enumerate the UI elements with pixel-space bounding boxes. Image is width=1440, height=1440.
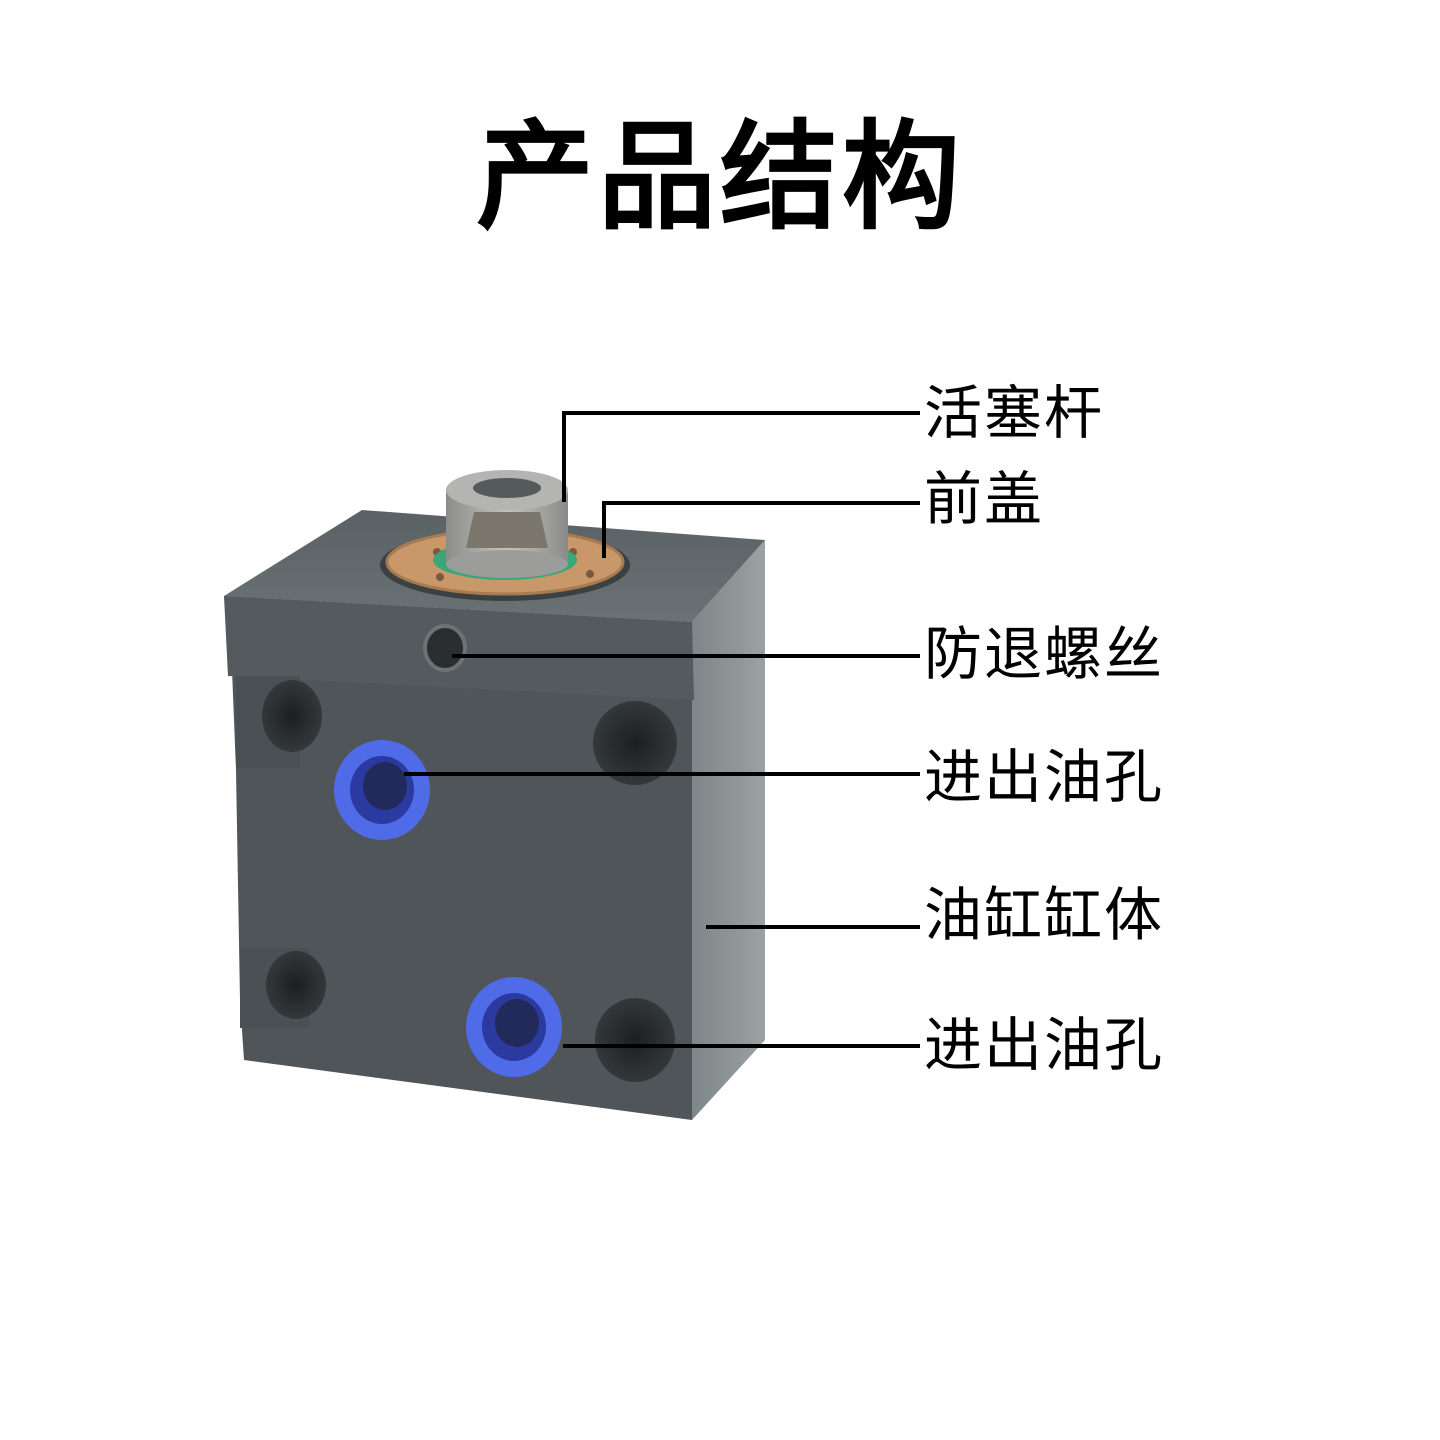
page-title: 产品结构: [475, 108, 964, 246]
piston-rod: [446, 470, 568, 578]
label-anti-loosening-screw: 防退螺丝: [924, 620, 1165, 688]
mount-hole-tl: [262, 680, 322, 752]
mount-hole-tr: [593, 701, 677, 785]
label-piston-rod: 活塞杆: [924, 379, 1105, 447]
leader-piston-rod: [562, 411, 920, 502]
front-face: [224, 596, 692, 1120]
label-cylinder-body: 油缸缸体: [924, 881, 1165, 949]
side-face: [692, 540, 765, 1120]
leader-front-cover: [602, 501, 920, 558]
oil-port-lower: [466, 977, 562, 1077]
leader-lines: [404, 411, 920, 1048]
mount-hole-br: [595, 998, 675, 1082]
mount-hole-bl: [266, 951, 326, 1019]
oil-port-upper: [334, 740, 430, 840]
label-oil-port-lower: 进出油孔: [924, 1011, 1165, 1079]
label-oil-port-upper: 进出油孔: [924, 743, 1165, 811]
anti-loosening-screw-hole: [423, 624, 467, 672]
cylinder-body: [224, 470, 765, 1120]
label-front-cover: 前盖: [924, 465, 1045, 533]
